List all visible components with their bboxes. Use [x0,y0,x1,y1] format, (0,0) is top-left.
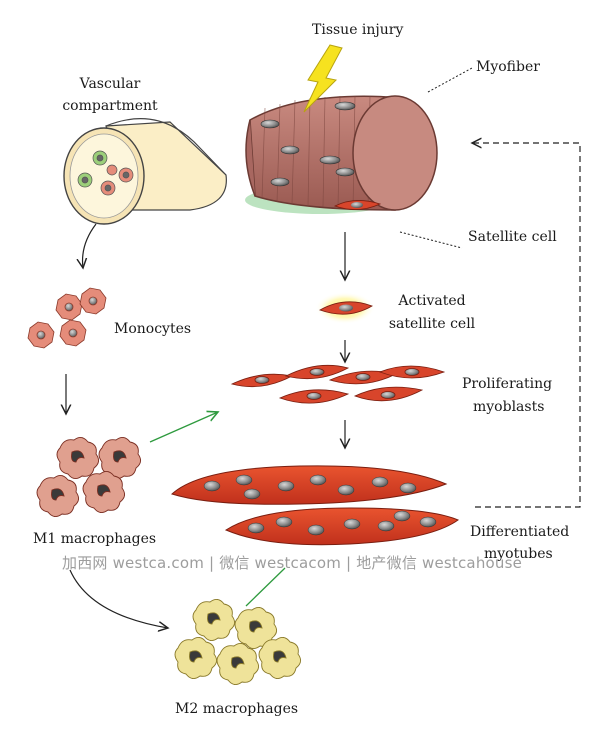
label-activated: Activated [398,293,466,309]
label-satellite-cell: Satellite cell [468,229,557,245]
activated-satellite-cell [315,292,375,324]
satellite-leader [399,231,463,249]
proliferating-myoblasts [230,364,446,404]
monocytes [27,287,107,349]
differentiated-myotubes [171,465,460,546]
label-m2-macrophages: M2 macrophages [175,701,299,717]
label-myotubes: myotubes [484,546,553,562]
label-vascular: Vascular [79,76,141,92]
label-myofiber: Myofiber [476,59,540,75]
blood-cells [77,150,134,196]
label-tissue-injury: Tissue injury [312,22,404,38]
arrow-m2-to-myotubes [245,567,286,607]
vessel [105,118,227,176]
label-monocytes: Monocytes [114,321,192,337]
arrow-m1-to-m2 [69,569,168,628]
lightning-icon [303,44,343,113]
watermark: 加西网 westca.com | 微信 westcacom | 地产微信 wes… [62,554,523,572]
label-differentiated: Differentiated [470,524,570,540]
m1-macrophages [36,437,141,517]
label-compartment: compartment [62,98,158,114]
vessel-group [63,118,227,225]
label-myoblasts: myoblasts [473,399,545,415]
label-proliferating: Proliferating [462,376,553,392]
arrow-m1-to-myoblasts [149,412,218,443]
myofiber-nuclei [260,101,356,187]
myofiber-leader [427,67,473,93]
feedback-dashed-arrow [472,143,581,508]
label-m1-macrophages: M1 macrophages [33,531,157,547]
myofiber-group [245,95,438,214]
m2-macrophages [174,599,301,685]
arrow-vessel-to-monocytes [83,223,97,268]
label-activated-satellite-cell: satellite cell [388,316,476,332]
